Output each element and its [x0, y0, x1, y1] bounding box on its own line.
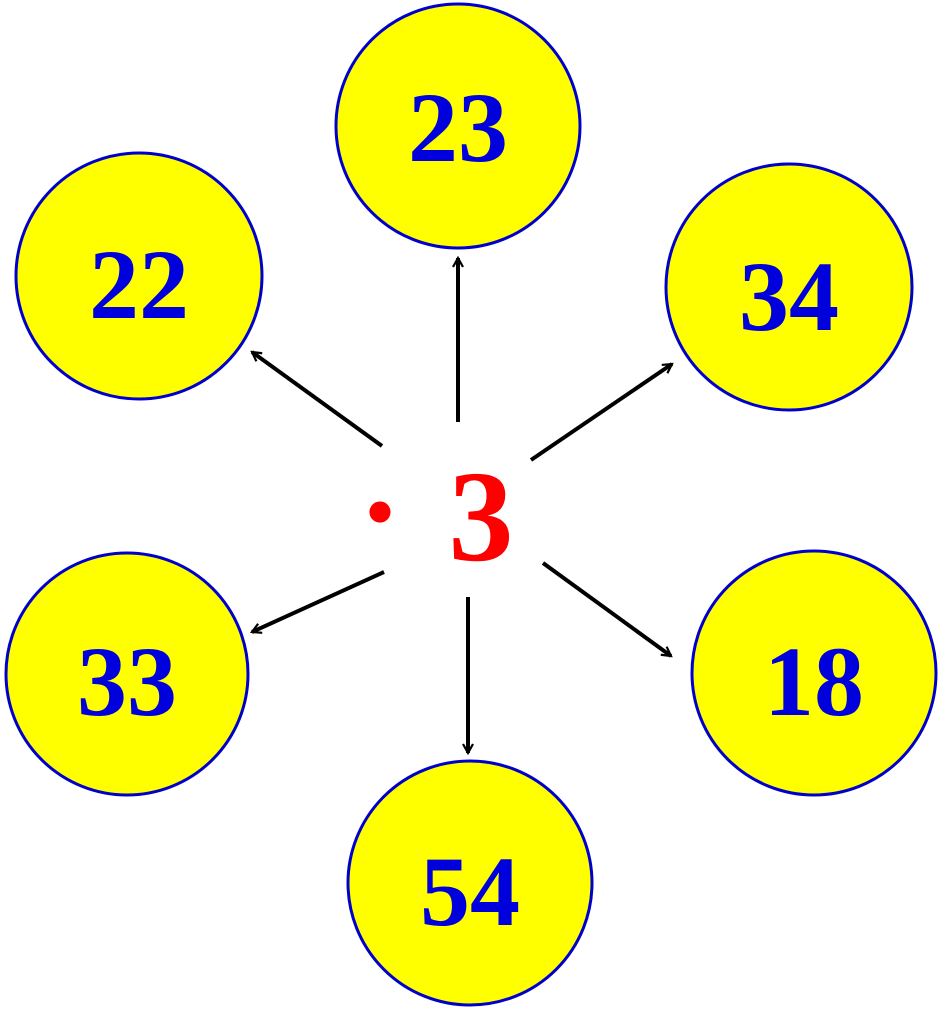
center-operation: · 3 — [358, 440, 513, 589]
center-operator: · — [358, 440, 401, 584]
node-upper-right-label: 34 — [739, 241, 839, 352]
node-top-label: 23 — [408, 72, 508, 183]
arrow-to-lower-right — [541, 561, 671, 658]
node-upper-right: 34 — [664, 162, 914, 412]
node-upper-left-label: 22 — [89, 229, 189, 340]
node-lower-left: 33 — [4, 551, 250, 797]
arrow-to-upper-left — [252, 350, 384, 448]
node-lower-right: 18 — [690, 549, 938, 797]
node-bottom-label: 54 — [420, 836, 520, 947]
arrow-to-lower-left — [252, 570, 385, 632]
node-top: 23 — [334, 2, 582, 250]
node-upper-left: 22 — [14, 151, 264, 401]
center-operand: 3 — [449, 445, 514, 589]
node-lower-right-label: 18 — [764, 626, 864, 737]
node-lower-left-label: 33 — [77, 626, 177, 737]
node-bottom: 54 — [346, 759, 594, 1007]
arrow-to-upper-right — [529, 362, 672, 462]
